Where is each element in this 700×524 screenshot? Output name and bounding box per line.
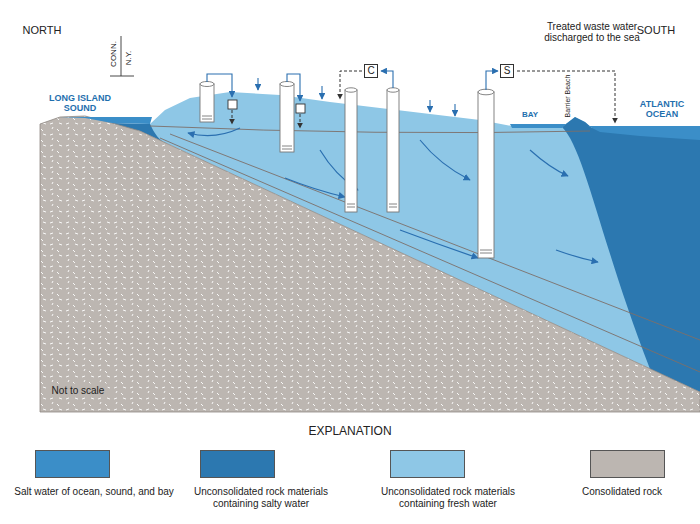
legend-text: Unconsolidated rock materials containing…: [368, 486, 528, 509]
well-top: [387, 88, 399, 92]
symbol-letter: C: [367, 66, 374, 76]
discharge-line: [232, 110, 233, 124]
symbol-box: C: [364, 64, 378, 78]
discharge-line: [340, 71, 362, 99]
pipe: [287, 74, 300, 101]
cesspools: [228, 100, 305, 113]
legend-text: Consolidated rock: [552, 486, 692, 498]
discharge-lines: [232, 71, 615, 128]
water-body-label: ATLANTIC OCEAN: [634, 100, 690, 120]
ocean-water: [588, 126, 700, 140]
flow-arrow: [556, 250, 598, 262]
water-body-label: LONG ISLAND SOUND: [44, 94, 116, 114]
flow-arrow: [530, 150, 568, 176]
flow-arrow: [188, 128, 240, 136]
well-casing: [280, 84, 294, 152]
well-casing: [387, 90, 399, 212]
bay-water: [510, 124, 566, 128]
state-label: CONN.: [110, 41, 119, 67]
scale-note: Not to scale: [49, 384, 108, 397]
legend-text: Unconsolidated rock materials containing…: [186, 486, 336, 509]
water-body-label: BAY: [522, 111, 538, 120]
recharge-arrow: [321, 86, 322, 99]
recharge-arrows: [258, 78, 455, 116]
direction-label: SOUTH: [637, 24, 676, 36]
pipes: [207, 71, 498, 101]
well-screens: [202, 116, 492, 253]
well-screen: [202, 116, 492, 253]
well-top: [478, 89, 494, 95]
recharge-arrow: [429, 100, 430, 112]
cesspool: [296, 104, 305, 113]
long-island-sound-water: [60, 117, 152, 124]
pipe: [486, 71, 498, 90]
legend-text: Salt water of ocean, sound, and bay: [8, 486, 180, 498]
layer-boundary: [160, 138, 700, 372]
state-label: N.Y.: [125, 51, 134, 66]
note-label: Treated waste water discharged to the se…: [526, 21, 658, 43]
pipe: [381, 71, 393, 88]
landform-label: Barrier Beach: [564, 75, 572, 118]
wells: [200, 82, 494, 259]
flow-arrow: [285, 178, 345, 197]
well-casing: [345, 90, 357, 212]
symbol-letter: S: [504, 66, 511, 76]
well-top: [200, 82, 214, 87]
layer-boundary: [170, 134, 700, 340]
direction-label: NORTH: [23, 24, 62, 36]
legend-swatch: [200, 450, 275, 478]
recharge-arrow: [257, 78, 258, 90]
flow-arrow: [420, 140, 470, 180]
layer-boundary: [150, 126, 590, 133]
symbol-box: S: [500, 64, 514, 78]
legend-swatch: [590, 450, 665, 478]
well-top: [345, 88, 357, 92]
legend-swatch: [35, 450, 110, 478]
discharge-line: [300, 114, 301, 128]
legend-heading: EXPLANATION: [308, 425, 391, 438]
legend-swatch: [390, 450, 465, 478]
well-casing: [478, 92, 494, 258]
discharge-line: [517, 71, 615, 123]
state-boundary-line: [110, 36, 134, 76]
pipe: [207, 74, 232, 97]
flow-arrow: [400, 230, 478, 258]
well-top: [280, 82, 294, 87]
recharge-arrow: [454, 104, 455, 116]
consolidated-rock: [40, 116, 700, 412]
cesspool: [228, 100, 237, 109]
